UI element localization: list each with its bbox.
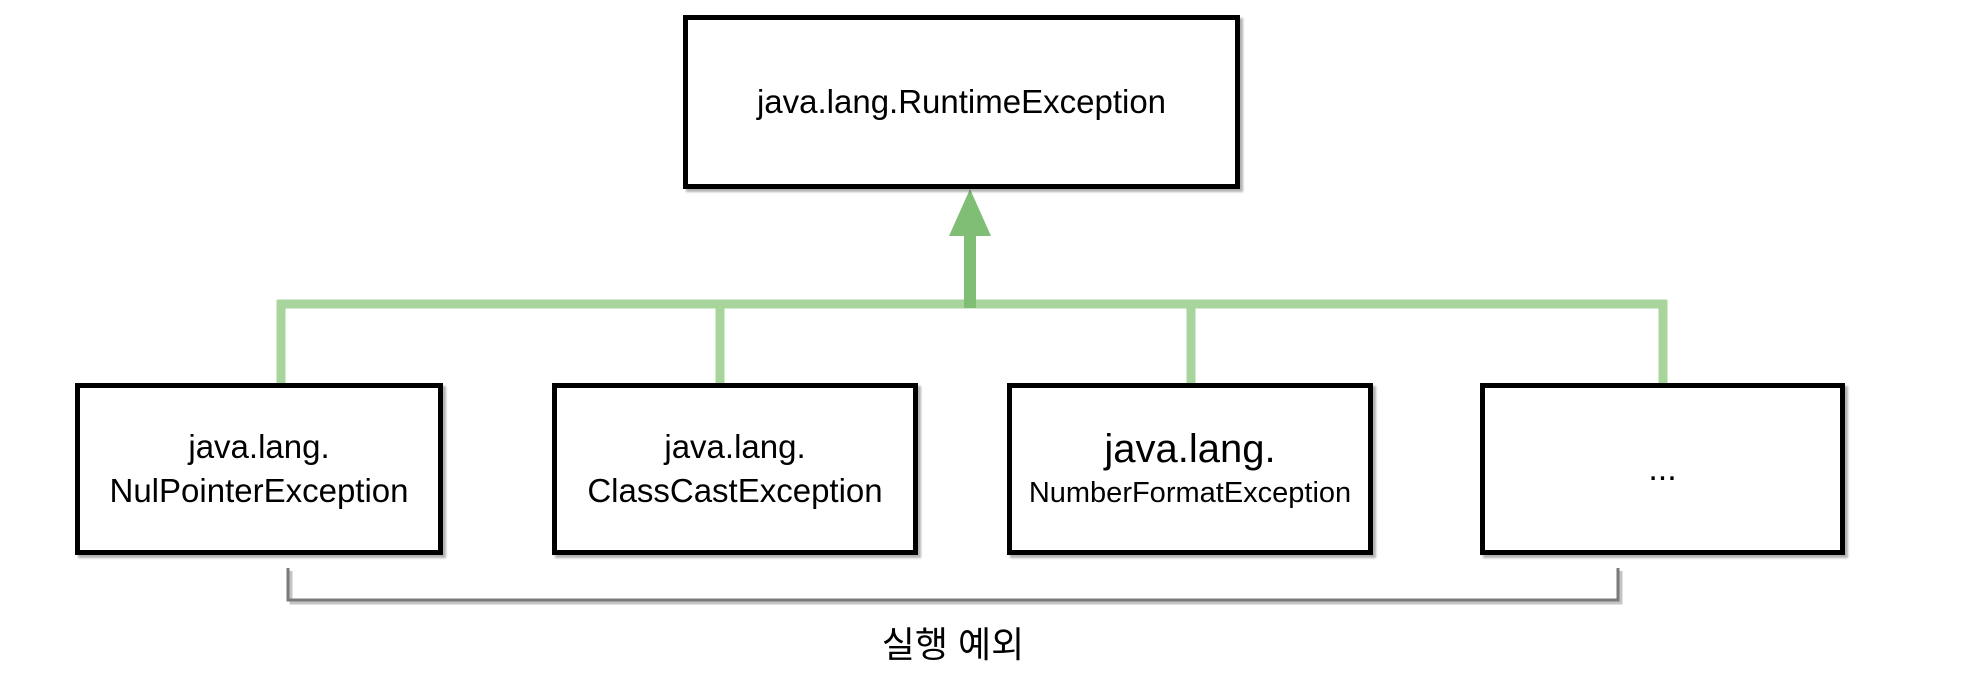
node-classcast-exception-label-line1: java.lang. <box>664 428 806 465</box>
node-runtime-exception: java.lang.RuntimeException <box>683 15 1240 189</box>
node-other-exceptions-label: ... <box>1648 450 1677 488</box>
node-numberformat-exception: java.lang. NumberFormatException <box>1007 383 1373 555</box>
group-caption-runtime-exceptions: 실행 예외 <box>881 624 1025 665</box>
node-other-exceptions: ... <box>1480 383 1845 555</box>
node-classcast-exception-label-line2: ClassCastException <box>587 472 883 509</box>
node-nulpointer-exception-label-line1: java.lang. <box>188 428 330 465</box>
node-nulpointer-exception: java.lang. NulPointerException <box>75 383 443 555</box>
group-bracket-shadow <box>289 571 1623 605</box>
node-runtime-exception-label: java.lang.RuntimeException <box>756 83 1167 120</box>
group-bracket <box>286 568 1620 602</box>
node-classcast-exception: java.lang. ClassCastException <box>552 383 918 555</box>
node-numberformat-exception-label-line2: NumberFormatException <box>1028 477 1352 509</box>
inheritance-up-arrow-icon <box>949 189 991 236</box>
node-numberformat-exception-label-line1: java.lang. <box>1104 427 1276 471</box>
node-nulpointer-exception-label-line2: NulPointerException <box>109 472 409 509</box>
